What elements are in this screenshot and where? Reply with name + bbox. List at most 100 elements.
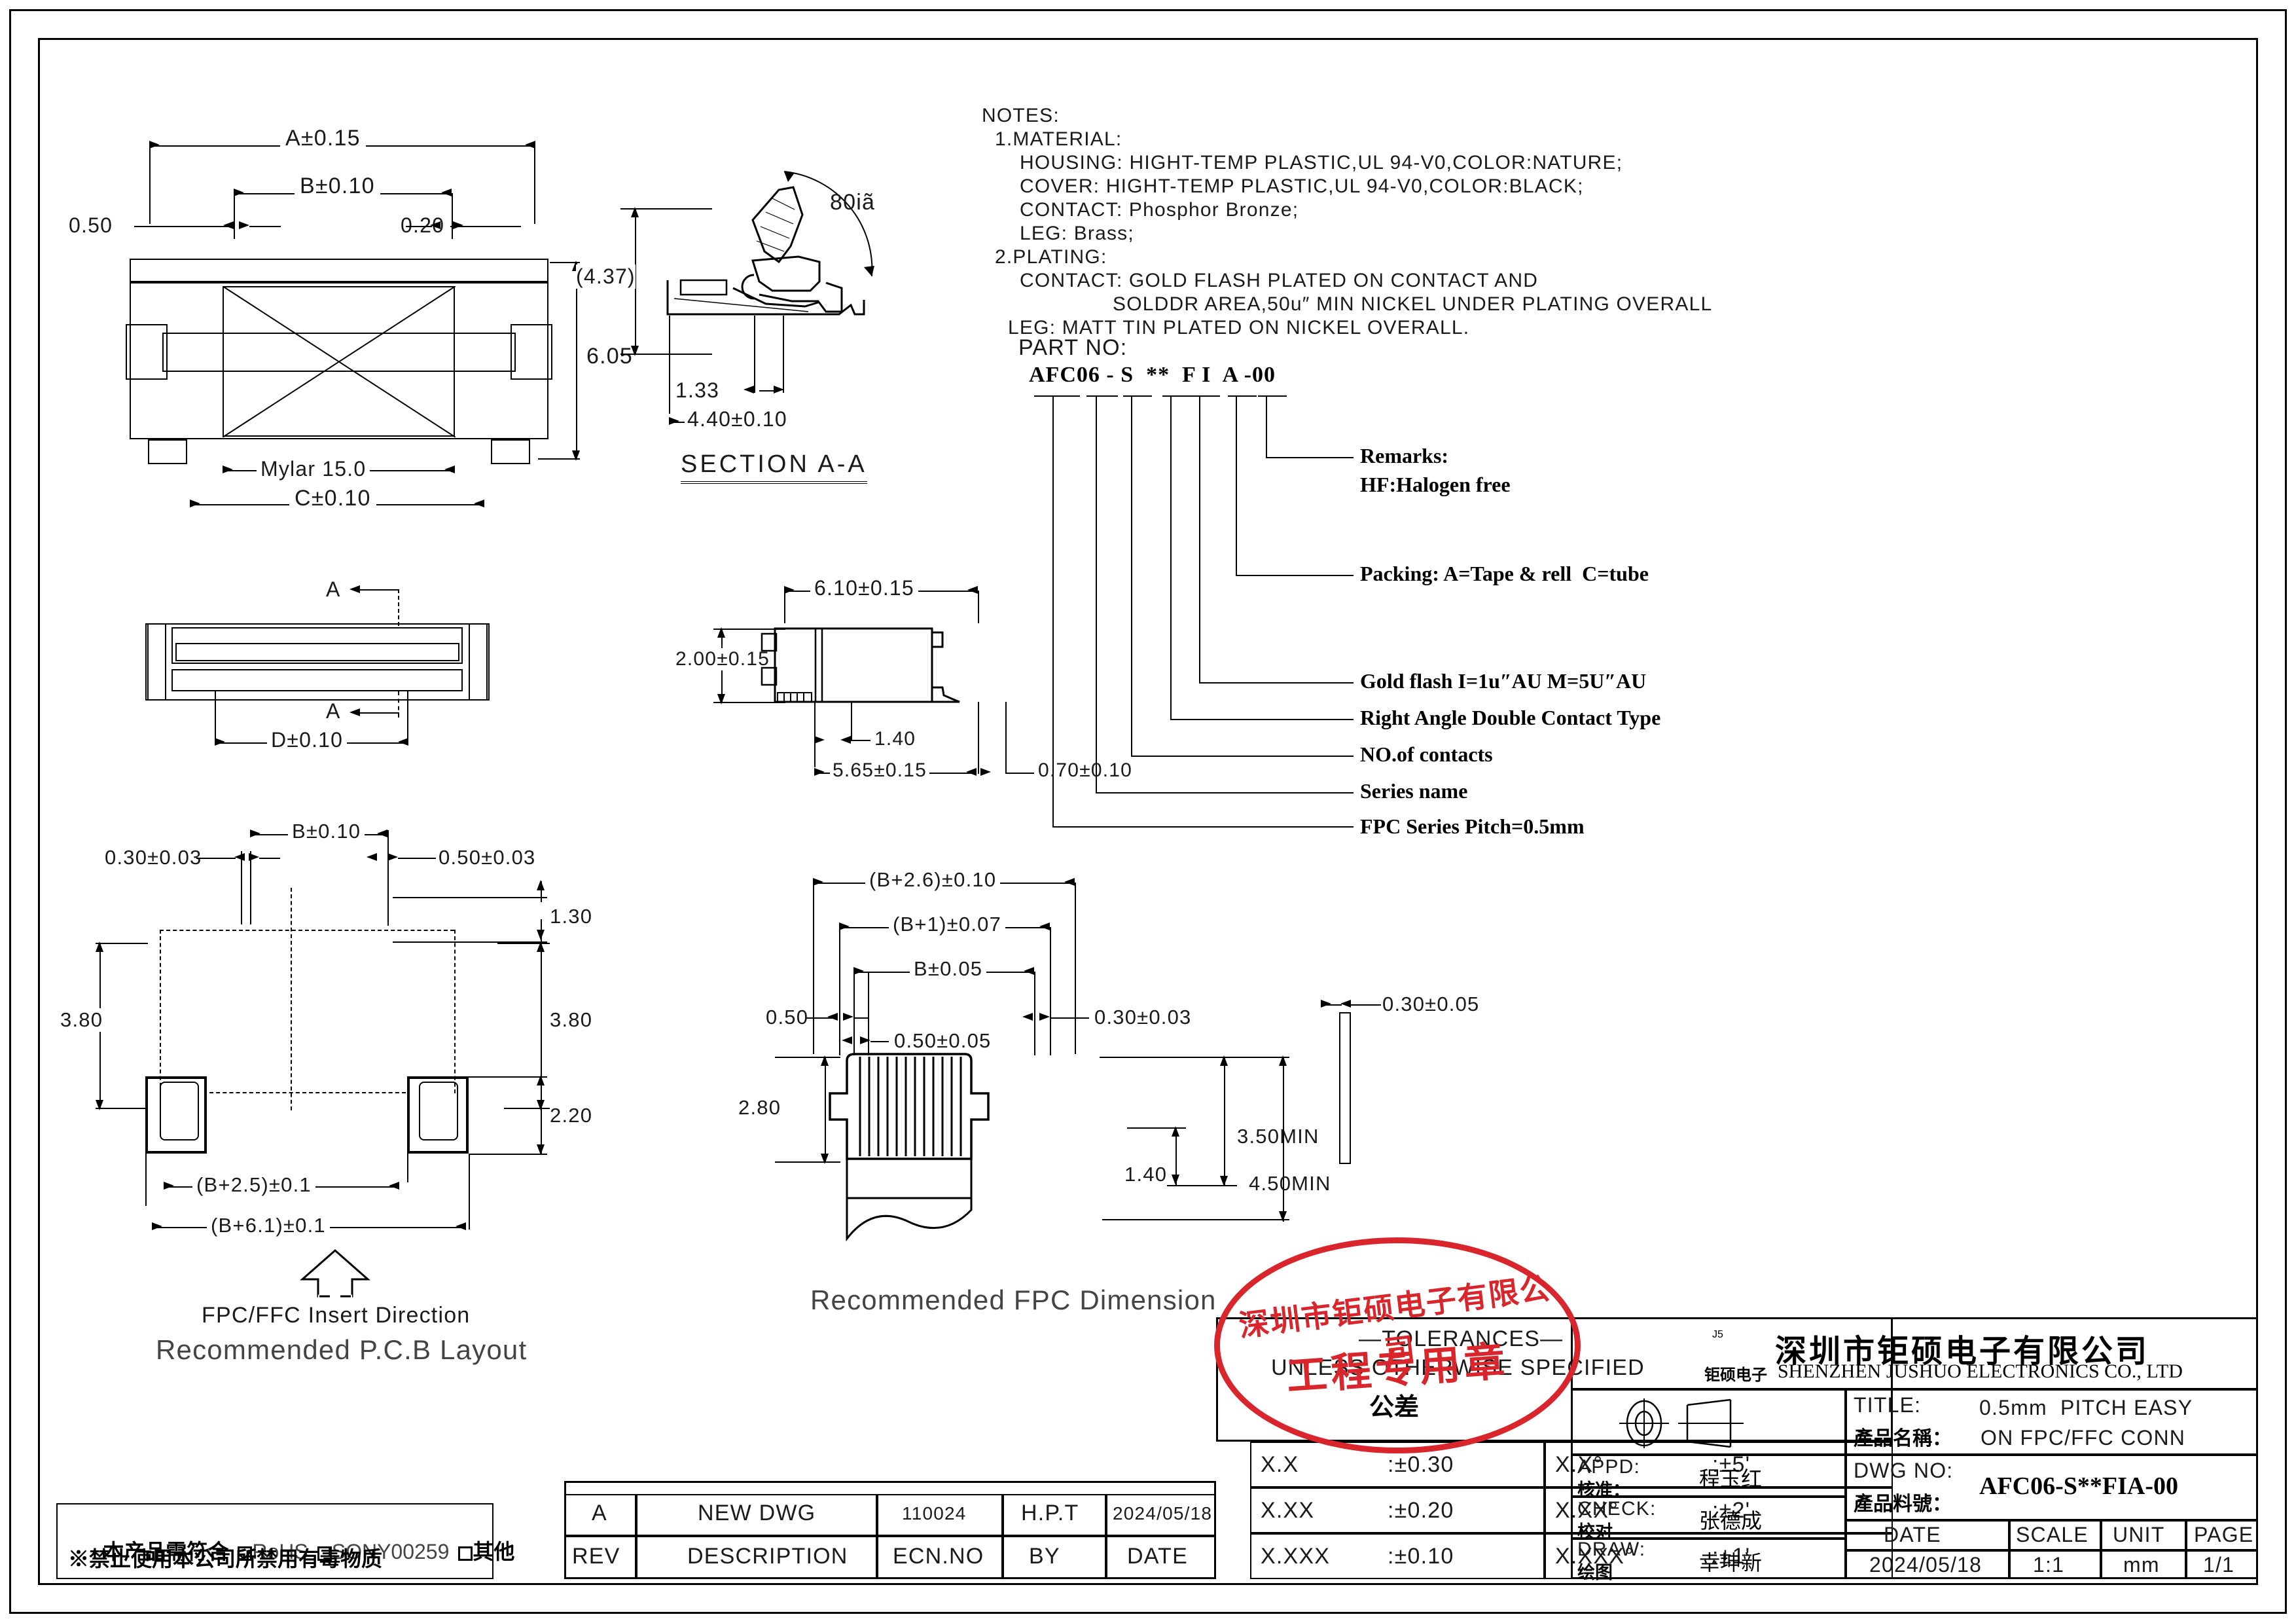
dim-c: C±0.10	[289, 486, 376, 511]
note-line: CONTACT: GOLD FLASH PLATED ON CONTACT AN…	[1020, 270, 1539, 291]
date-label: DATE	[1884, 1523, 1941, 1546]
dim-b61: (B+6.1)±0.1	[207, 1214, 330, 1237]
part-no-label: PART NO:	[1018, 335, 1128, 360]
rohs-opt3: 其他	[473, 1540, 515, 1563]
legend-pitch: FPC Series Pitch=0.5mm	[1360, 814, 1585, 838]
part-no-code: AFC06 - S ** F I A -00	[1029, 363, 1276, 387]
note-line: CONTACT: Phosphor Bronze;	[1020, 199, 1299, 221]
dim-1p40-fpc: 1.40	[1124, 1163, 1168, 1186]
scale-value: 1:1	[2033, 1553, 2065, 1577]
pcb-layout-title: Recommended P.C.B Layout	[156, 1334, 528, 1365]
note-line: LEG: Brass;	[1020, 223, 1134, 244]
tolerances-title: —TOLERANCES—	[1359, 1326, 1564, 1351]
legend-gold: Gold flash I=1u″AU M=5U″AU	[1360, 669, 1647, 693]
dim-6p10: 6.10±0.15	[810, 576, 918, 600]
dim-0p30-pcb: 0.30±0.03	[105, 846, 202, 869]
tol-ang-label: X.XXX°	[1555, 1544, 1634, 1569]
rohs-opt1: RoHS	[252, 1540, 308, 1563]
rev-by: H.P.T	[1021, 1501, 1079, 1525]
sheet-border-inner	[38, 38, 2258, 1585]
dwg-label-cn: 產品料號：	[1854, 1493, 1952, 1515]
dim-0p50-top: 0.50	[69, 213, 113, 237]
dim-3p50min: 3.50MIN	[1237, 1125, 1319, 1148]
tol-lin-val: :±0.30	[1388, 1452, 1454, 1477]
rev-header-date: DATE	[1127, 1544, 1188, 1569]
dim-1p40-side: 1.40	[874, 728, 916, 750]
dim-mylar: Mylar 15.0	[257, 457, 370, 481]
fpc-outline	[829, 1053, 990, 1242]
unit-label: UNIT	[2113, 1523, 2165, 1546]
dim-5p65: 5.65±0.15	[830, 759, 930, 782]
dim-b1: (B+1)±0.07	[889, 913, 1006, 936]
draw-label-cn: 绘图	[1577, 1563, 1613, 1582]
page-label: PAGE	[2194, 1523, 2254, 1546]
dim-3p80-left: 3.80	[60, 1008, 103, 1032]
title-label: TITLE:	[1854, 1393, 1922, 1417]
rohs-opt2: SONY00259	[331, 1540, 450, 1563]
tol-lin-label: X.X	[1261, 1452, 1299, 1477]
tol-lin-label: X.XX	[1261, 1498, 1315, 1523]
note-line: COVER: HIGHT-TEMP PLASTIC,UL 94-V0,COLOR…	[1020, 175, 1584, 197]
projection-symbol-icon	[1619, 1398, 1744, 1448]
dim-b05: B±0.05	[910, 957, 987, 981]
company-en-name: SHENZHEN JUSHUO ELECTRONICS CO., LTD	[1778, 1360, 2183, 1382]
dim-2p20: 2.20	[550, 1104, 593, 1127]
note-line: HOUSING: HIGHT-TEMP PLASTIC,UL 94-V0,COL…	[1020, 152, 1623, 173]
other-checkbox[interactable]	[458, 1546, 473, 1561]
company-cn-short: 钜硕电子	[1704, 1366, 1767, 1384]
dim-4p37: (4.37)	[576, 264, 636, 289]
side-right-geometry	[761, 627, 960, 703]
dim-605: 6.05	[586, 344, 633, 369]
legend-remarks: Remarks:	[1360, 444, 1449, 467]
dim-2p00: 2.00±0.15	[675, 648, 770, 670]
fpc-title: Recommended FPC Dimension	[810, 1285, 1217, 1315]
legend-type: Right Angle Double Contact Type	[1360, 706, 1661, 729]
dim-0p50-fpc: 0.50	[766, 1006, 809, 1029]
section-marker-a-top: A	[326, 577, 341, 601]
dim-2p80: 2.80	[738, 1096, 781, 1120]
tolerances-title-cn: 公差	[1369, 1394, 1420, 1421]
draw-name: 幸坤新	[1699, 1551, 1763, 1575]
rohs-checkbox[interactable]	[238, 1546, 253, 1561]
check-name: 张德成	[1699, 1509, 1763, 1533]
rev-header-ecn: ECN.NO	[893, 1544, 984, 1569]
rohs-line1: 本产品需符合 RoHS SONY00259 其他	[68, 1511, 514, 1590]
note-line: LEG: MATT TIN PLATED ON NICKEL OVERALL.	[1008, 317, 1470, 338]
dim-0p50-pcb: 0.50±0.03	[439, 846, 536, 869]
dim-4p40: 4.40±0.10	[685, 407, 790, 431]
note-line: 1.MATERIAL:	[995, 128, 1122, 150]
rev-header-description: DESCRIPTION	[687, 1544, 848, 1569]
dim-4p50min: 4.50MIN	[1249, 1172, 1331, 1195]
sony-checkbox[interactable]	[317, 1546, 332, 1561]
view-front-cross	[223, 286, 456, 437]
dim-1p33: 1.33	[675, 378, 720, 402]
rev-date: 2024/05/18	[1113, 1503, 1213, 1523]
rev-description: NEW DWG	[698, 1501, 816, 1525]
dim-angle-80: 80iã	[830, 190, 876, 215]
rohs-line2: ※禁止使用本公司所禁用有毒物质	[68, 1547, 383, 1571]
product-title-line2: ON FPC/FFC CONN	[1981, 1426, 2186, 1450]
dim-a: A±0.15	[280, 126, 366, 151]
dim-3p80-right: 3.80	[550, 1008, 593, 1032]
legend-contacts: NO.of contacts	[1360, 742, 1493, 766]
dim-0p50-pitch: 0.50±0.05	[894, 1029, 992, 1052]
section-geometry	[666, 186, 865, 316]
tol-ang-val: :±1'	[1712, 1544, 1751, 1569]
notes-heading: NOTES:	[982, 105, 1060, 126]
rohs-prefix: 本产品需符合	[103, 1540, 229, 1563]
legend-hf: HF:Halogen free	[1360, 473, 1511, 496]
tol-lin-label: X.XXX	[1261, 1544, 1331, 1569]
rev-header-by: BY	[1029, 1544, 1060, 1569]
tol-ang-label: X.XX°	[1555, 1498, 1619, 1523]
insert-direction-arrow-icon	[300, 1249, 370, 1298]
product-title-line1: 0.5mm PITCH EASY	[1979, 1396, 2193, 1419]
company-cn-name: 深圳市钜硕电子有限公司	[1775, 1334, 2150, 1369]
check-label: CHECK:	[1577, 1498, 1657, 1520]
dim-d: D±0.10	[267, 728, 348, 752]
dim-0p30-fpc: 0.30±0.03	[1094, 1006, 1192, 1029]
dim-0p30-strip: 0.30±0.05	[1382, 993, 1480, 1015]
company-logo: J5	[1712, 1329, 1723, 1340]
angle-arc	[783, 171, 874, 277]
tolerances-subtitle: UNLESS OTHERWISE SPECIFIED	[1271, 1355, 1645, 1380]
